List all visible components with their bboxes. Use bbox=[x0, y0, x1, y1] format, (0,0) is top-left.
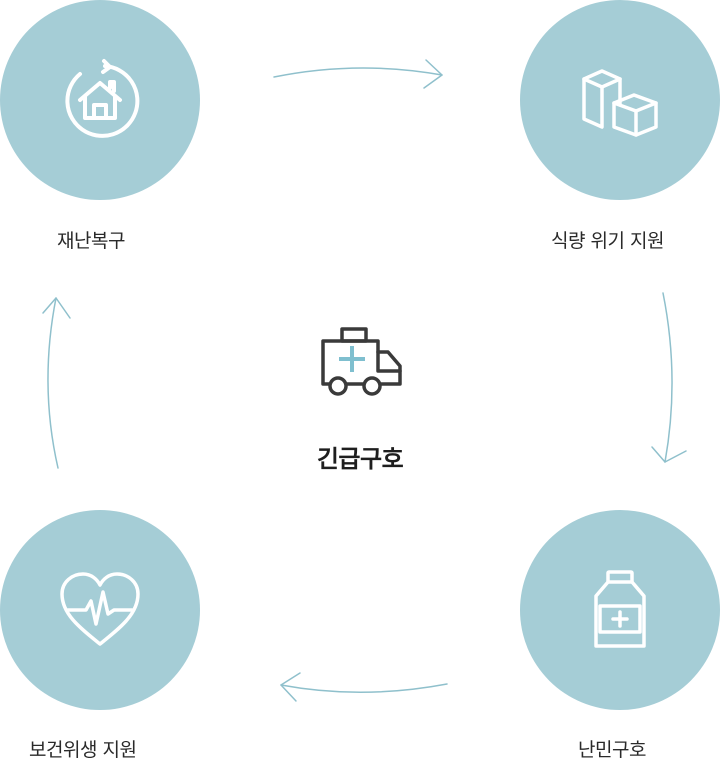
center-title: 긴급구호 bbox=[316, 445, 404, 473]
node-label-refugee-relief: 난민구호 bbox=[578, 739, 646, 761]
node-health-support bbox=[0, 510, 200, 710]
boxes-icon bbox=[582, 69, 658, 137]
medicine-bottle-icon bbox=[594, 570, 646, 648]
node-label-food-crisis: 식량 위기 지원 bbox=[551, 230, 664, 252]
heart-pulse-icon bbox=[60, 572, 140, 646]
node-food-crisis bbox=[520, 0, 720, 200]
node-label-disaster-recovery: 재난복구 bbox=[57, 230, 125, 252]
node-disaster-recovery bbox=[0, 0, 200, 200]
ambulance-icon bbox=[321, 327, 402, 396]
arrow-bottom bbox=[280, 672, 448, 702]
arrow-top bbox=[273, 59, 443, 89]
house-cycle-icon bbox=[65, 59, 140, 138]
arrow-left bbox=[42, 297, 71, 469]
node-label-health-support: 보건위생 지원 bbox=[29, 739, 137, 761]
arrow-right bbox=[651, 292, 687, 463]
node-refugee-relief bbox=[520, 510, 720, 710]
medical-cross-icon bbox=[339, 346, 365, 372]
